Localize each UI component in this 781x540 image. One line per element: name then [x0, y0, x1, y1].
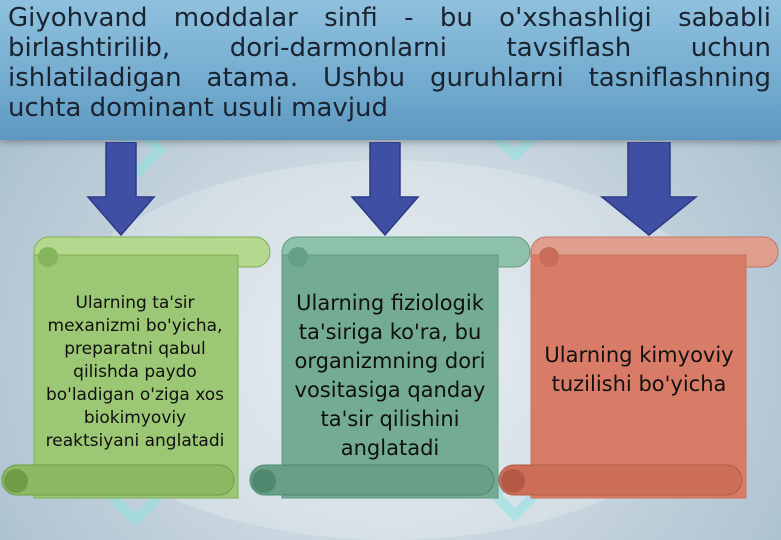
method-text-1: Ularning ta'sir mexanizmi bo'yicha, prep… [45, 292, 225, 451]
header-text: Giyohvand moddalar sinfi - bu o'xshashli… [8, 3, 771, 123]
scroll-shape [1, 236, 271, 499]
scroll-shape [498, 236, 779, 499]
header-banner: Giyohvand moddalar sinfi - bu o'xshashli… [0, 0, 781, 140]
method-text-3: Ularning kimyoviy tuzilishi bo'yicha [544, 343, 734, 396]
method-text-2: Ularning fiziologik ta'siriga ko'ra, bu … [294, 290, 486, 460]
scroll-shape [249, 236, 531, 499]
down-arrow-icon [86, 142, 156, 237]
down-arrow-icon [600, 142, 698, 236]
down-arrow-icon [350, 142, 420, 237]
